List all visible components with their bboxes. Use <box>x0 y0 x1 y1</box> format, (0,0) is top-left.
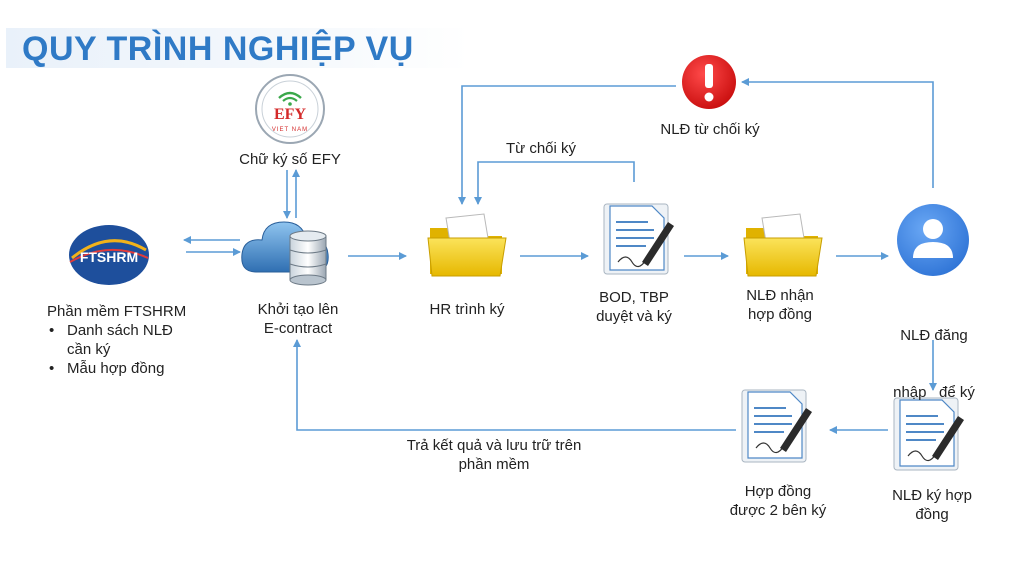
efy-logo-icon <box>255 74 325 144</box>
nld-sign-label: NLĐ ký hợp đồng <box>872 486 992 524</box>
page-title: QUY TRÌNH NGHIỆP VỤ <box>22 30 414 68</box>
nld-sign-line1: NLĐ ký hợp <box>892 487 972 504</box>
nld-reject-label: NLĐ từ chối ký <box>660 121 760 138</box>
nld-receive-line2: hợp đồng <box>747 306 813 323</box>
both-signed-line2: được 2 bên ký <box>729 502 827 519</box>
arrow-both-to-econtract <box>293 339 736 431</box>
return-edge-label: Trả kết quả và lưu trữ trên phần mềm <box>394 436 594 474</box>
ftshrm-bullet-2: Mẫu hợp đồng <box>49 359 197 378</box>
bod-document-icon <box>603 203 674 275</box>
alert-icon <box>682 55 736 109</box>
user-icon <box>897 204 969 276</box>
hr-label: HR trình ký <box>429 301 505 318</box>
reject-edge-label: Từ chối ký <box>505 140 577 157</box>
nld-receive-label: NLĐ nhận hợp đồng <box>722 286 838 324</box>
ftshrm-block: Phần mềm FTSHRM Danh sách NLĐ cần ký Mẫu… <box>47 302 197 378</box>
hr-folder-icon <box>427 213 507 277</box>
bod-label: BOD, TBP duyệt và ký <box>572 288 696 326</box>
econtract-line2: E-contract <box>263 320 333 337</box>
arrow-alert-to-hr <box>458 85 676 205</box>
nld-login-line1: NLĐ đăng <box>900 327 968 344</box>
return-line2: phần mềm <box>458 456 530 473</box>
nld-sign-document-icon <box>893 397 964 471</box>
ftshrm-title: Phần mềm FTSHRM <box>47 303 187 320</box>
econtract-line1: Khởi tạo lên <box>257 301 339 318</box>
nld-login-label: NLĐ đăng nhập để ký <box>874 288 994 421</box>
ftshrm-logo-icon <box>69 225 149 285</box>
bod-line2: duyệt và ký <box>596 308 672 325</box>
ftshrm-logo-text: FTSHRM <box>80 249 138 265</box>
econtract-label: Khởi tạo lên E-contract <box>232 300 364 338</box>
bod-line1: BOD, TBP <box>599 289 669 306</box>
return-line1: Trả kết quả và lưu trữ trên <box>406 437 582 454</box>
arrow-login-to-alert <box>741 78 934 188</box>
efy-logo-text: EFY <box>274 106 306 123</box>
nld-sign-line2: đồng <box>915 506 949 523</box>
efy-label: Chữ ký số EFY <box>239 151 341 168</box>
both-signed-label: Hợp đồng được 2 bên ký <box>716 482 840 520</box>
both-signed-document-icon <box>741 389 812 463</box>
nld-login-line2: nhập để ký <box>893 384 975 401</box>
both-signed-line1: Hợp đồng <box>744 483 812 500</box>
efy-logo-subtext: VIET NAM <box>272 127 308 133</box>
arrow-bod-reject-to-hr <box>474 161 635 205</box>
title-banner <box>6 28 470 68</box>
nld-receive-folder-icon <box>743 213 823 277</box>
cloud-database-icon <box>241 221 329 286</box>
nld-receive-line1: NLĐ nhận <box>746 287 814 304</box>
ftshrm-bullet-1: Danh sách NLĐ cần ký <box>49 321 197 359</box>
